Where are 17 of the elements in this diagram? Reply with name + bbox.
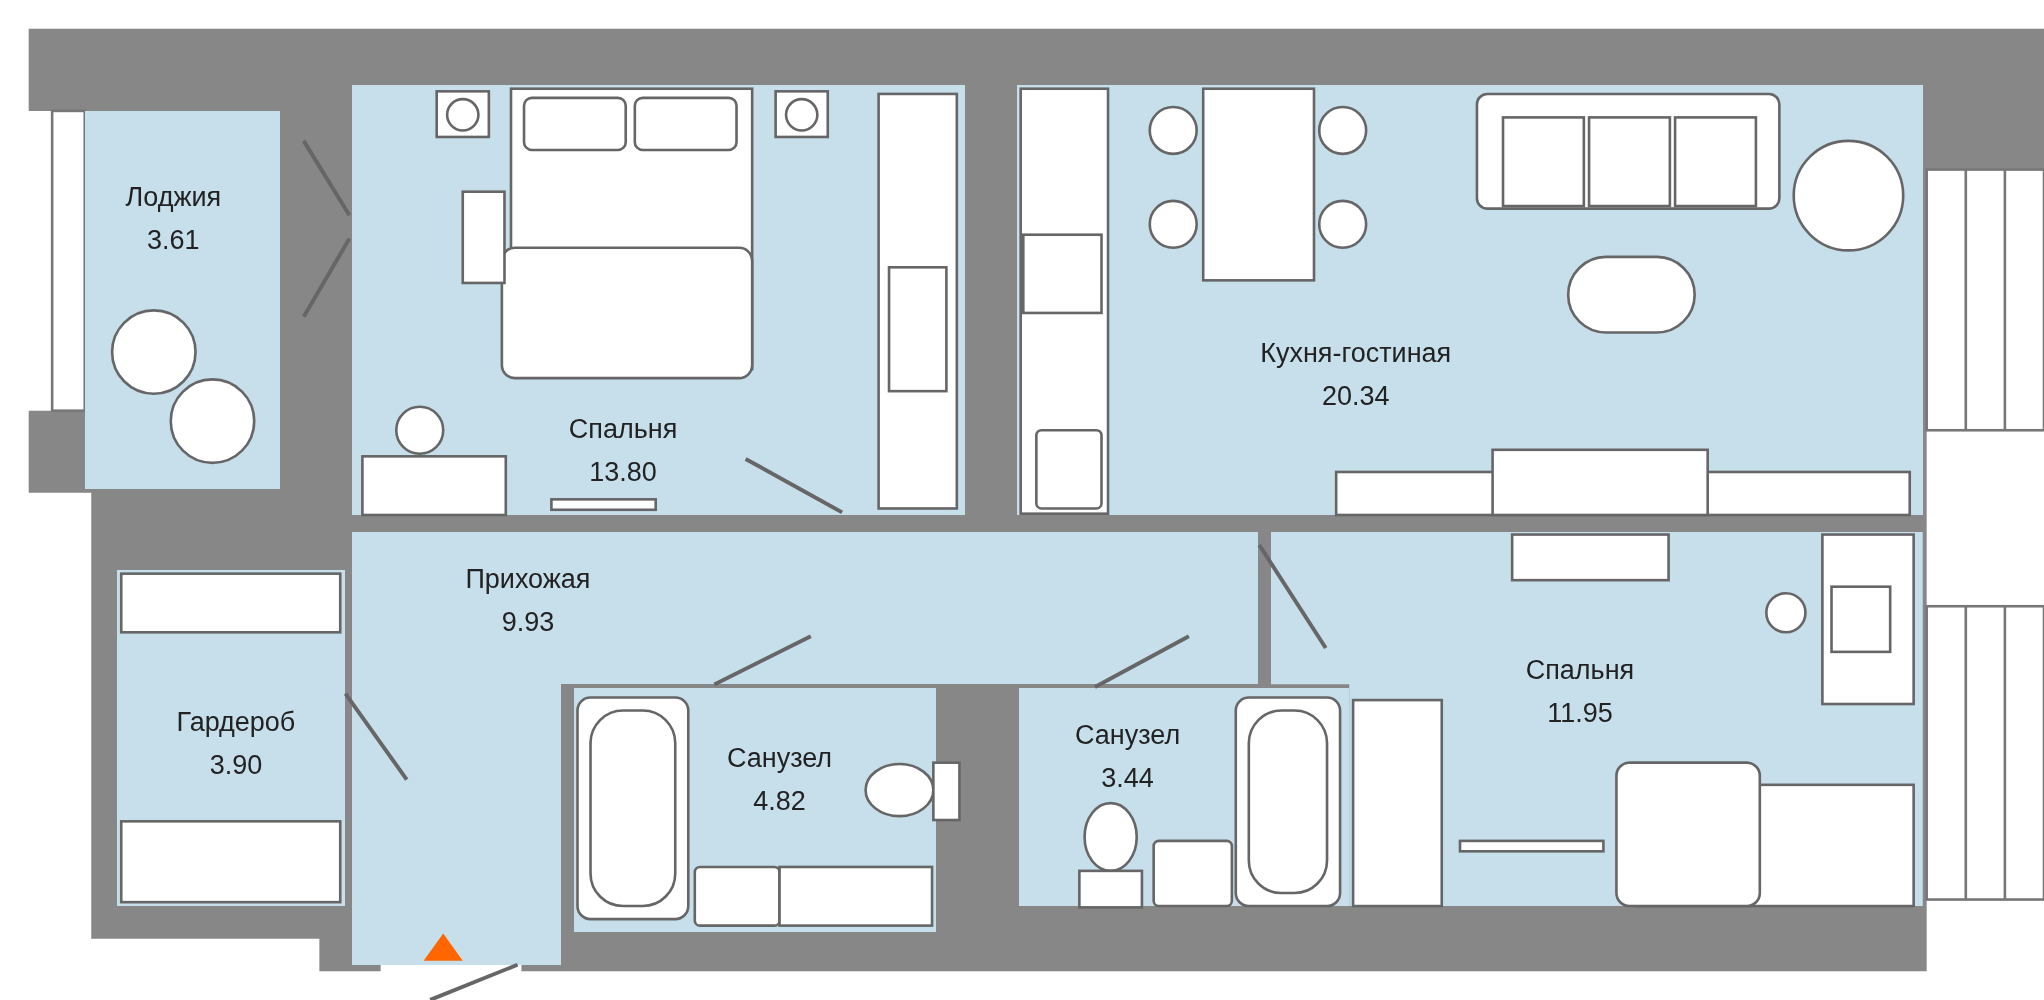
room-area-value: 13.80 [588, 456, 658, 489]
room-name: Гардероб [176, 706, 296, 740]
room-area-value: 11.95 [1546, 697, 1614, 731]
room-name: Санузел [726, 741, 833, 775]
room-name: Лоджия [125, 180, 222, 214]
room-name: Спальня [1525, 654, 1635, 688]
room-area-value: 3.90 [208, 749, 264, 783]
room-area-value: 4.82 [752, 784, 807, 818]
room-area-value: 9.93 [500, 605, 556, 639]
room-name: Кухня-гостиная [1260, 337, 1452, 371]
room-area [351, 531, 1258, 685]
room-name: Прихожая [465, 562, 591, 596]
room-area-value: 3.44 [1100, 762, 1155, 796]
room-area-value: 20.34 [1320, 380, 1391, 414]
room-name: Санузел [1075, 719, 1181, 753]
room-name: Спальня [568, 413, 678, 446]
room-area-value: 3.61 [146, 223, 201, 257]
